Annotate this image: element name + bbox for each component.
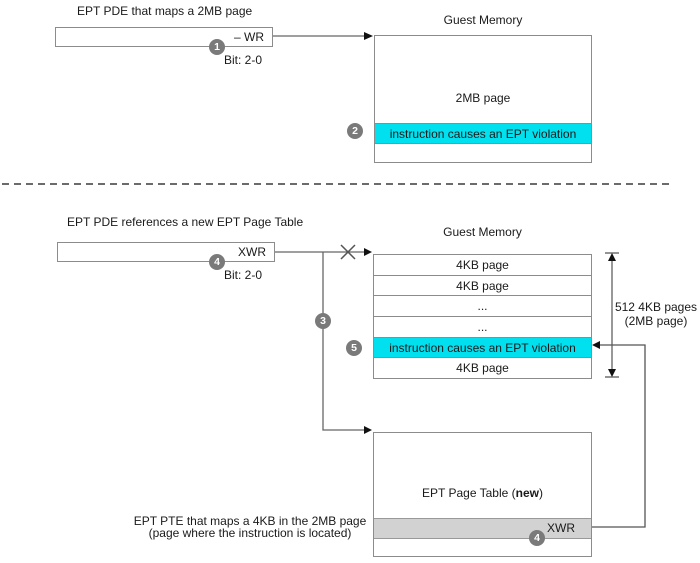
arrowhead-to-ept-table [364,426,372,434]
step-1-badge: 1 [209,39,225,55]
guest-row-ellipsis-1: ... [374,296,591,318]
pte-caption: EPT PTE that maps a 4KB in the 2MB page … [100,515,400,539]
section2-title: EPT PDE references a new EPT Page Table [67,215,304,229]
blocked-x-mark [340,244,356,260]
pde-2mb-permission-label: – WR [234,30,264,44]
pte-caption-line2: (page where the instruction is located) [148,526,352,540]
guest-row-ellipsis-2: ... [374,317,591,338]
arrowhead-xwr-to-violation [592,341,600,349]
arrowhead-pde1-to-guest [364,32,373,40]
guest-memory-title-2: Guest Memory [443,225,522,239]
size-512-pages-label: 512 4KB pages (2MB page) [612,300,700,328]
violation-row-1: instruction causes an EPT violation [375,123,591,144]
pte-xwr-label: XWR [547,521,575,535]
size-measure-arrow-line [605,252,619,378]
arrowhead-pde2-to-guest [364,248,372,256]
page-2mb-label: 2MB page [455,91,511,105]
guest-row-4kb-1: 4KB page [374,255,591,276]
step-2-badge: 2 [347,123,363,139]
step-4b-badge: 4 [529,530,545,546]
connector-xwr-to-violation-line [592,344,646,528]
ept-page-table-box: EPT Page Table (new) XWR [373,432,592,557]
section1-title: EPT PDE that maps a 2MB page [77,4,253,18]
pde-new-table-bit-label: Bit: 2-0 [223,268,262,282]
pde-new-table-permission-label: XWR [238,245,266,259]
line-pde2-to-ept-table [322,252,364,431]
size-measure-arrowhead-top [608,253,616,261]
violation-row-2: instruction causes an EPT violation [374,337,591,359]
step-3-badge: 3 [315,313,331,329]
ept-table-label-new: new [515,486,539,500]
size-measure-arrowhead-bottom [608,369,616,377]
ept-table-label-suffix: ) [538,486,543,500]
step-4-badge: 4 [209,254,225,270]
guest-row-4kb-2: 4KB page [374,276,591,297]
ept-table-label-prefix: EPT Page Table ( [422,486,516,500]
size-label-line2: (2MB page) [624,314,688,328]
pte-caption-line1: EPT PTE that maps a 4KB in the 2MB page [133,514,367,528]
guest-memory-box-1: 2MB page instruction causes an EPT viola… [374,35,592,163]
guest-memory-box-2: 4KB page 4KB page ... ... instruction ca… [373,254,592,379]
step-5-badge: 5 [346,340,362,356]
size-label-line1: 512 4KB pages [614,300,698,314]
guest-memory-title-1: Guest Memory [443,13,523,27]
ept-page-table-label: EPT Page Table (new) [374,487,591,500]
pde-2mb-bit-label: Bit: 2-0 [223,53,262,67]
guest-row-4kb-3: 4KB page [456,361,509,376]
